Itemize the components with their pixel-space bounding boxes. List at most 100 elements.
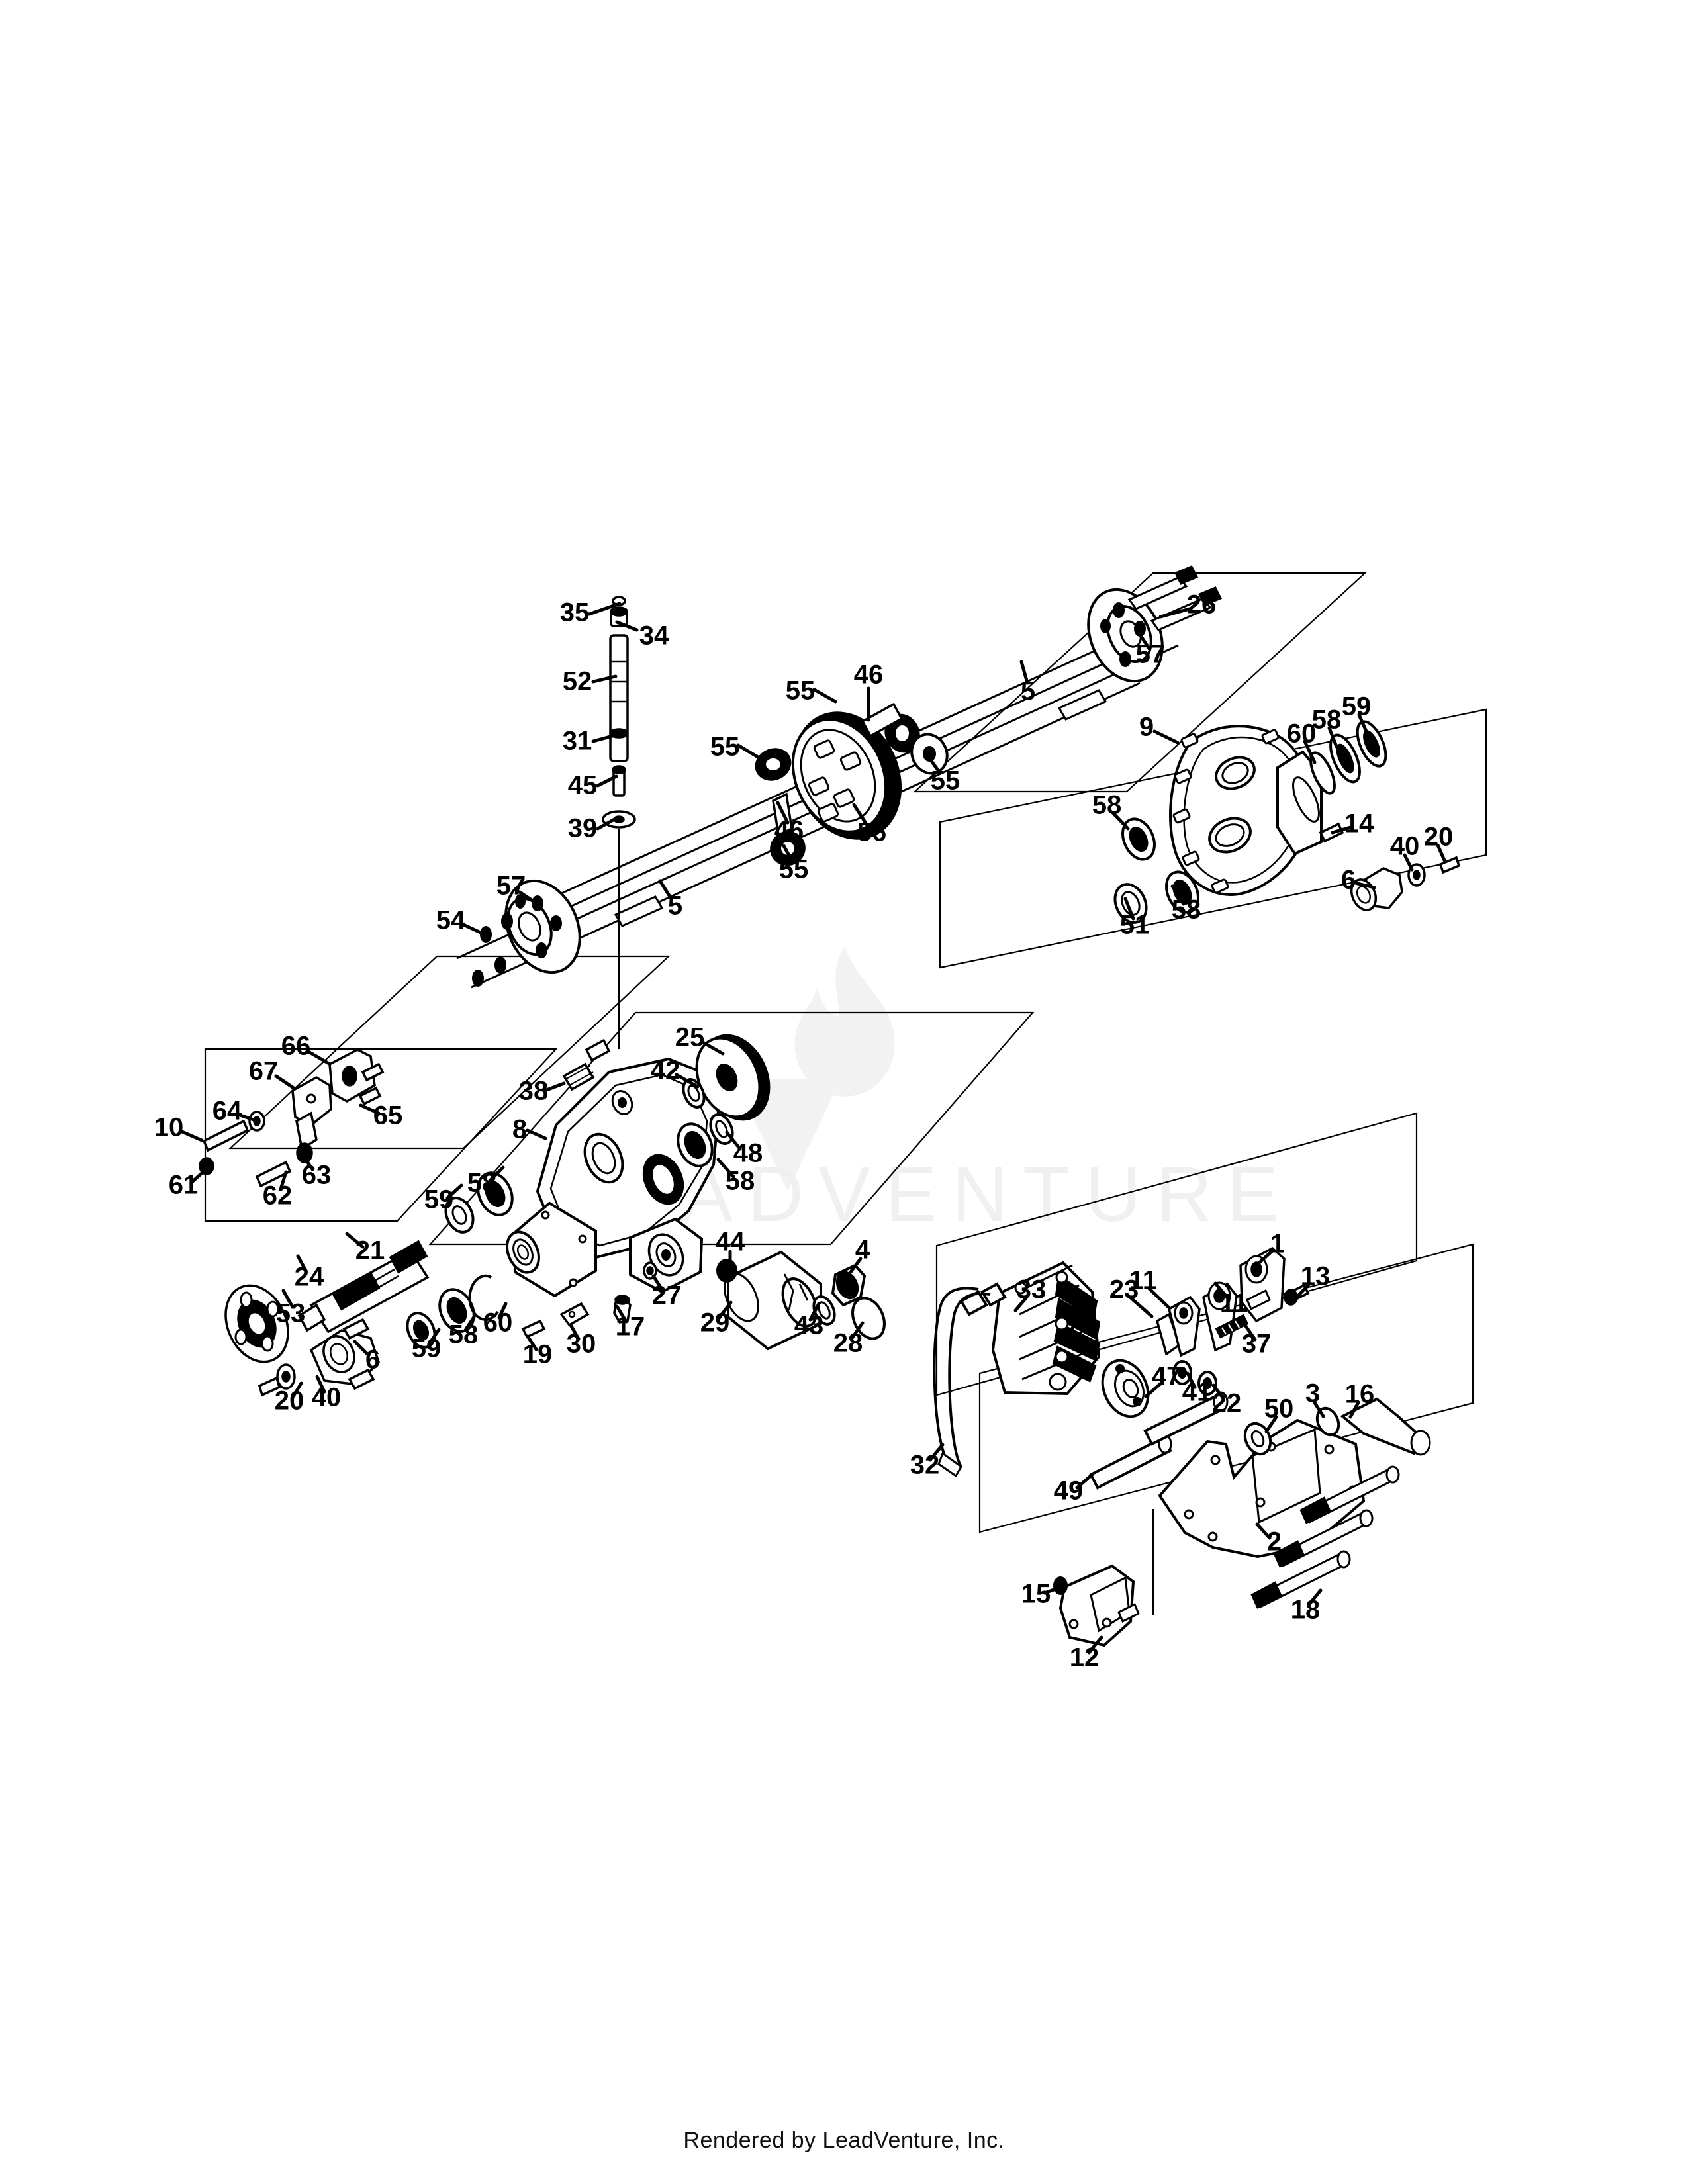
- part-callout-21: 21: [355, 1236, 385, 1265]
- part-callout-59: 59: [412, 1334, 442, 1363]
- part-callout-27: 27: [652, 1281, 682, 1310]
- part-callout-16: 16: [1345, 1380, 1375, 1409]
- leader-line: [736, 743, 763, 761]
- left-bearing-stack-upper: [444, 1171, 514, 1234]
- leader-line: [850, 1321, 865, 1340]
- part-callout-60: 60: [1287, 719, 1317, 749]
- part-callout-66: 66: [281, 1032, 311, 1061]
- leader-line: [716, 1158, 735, 1179]
- hub-nuts-54: [472, 913, 513, 987]
- leader-line: [725, 1130, 742, 1151]
- part-callout-6: 6: [365, 1345, 380, 1375]
- pump-pulley-group: [1101, 1359, 1217, 1418]
- part-callout-58: 58: [449, 1320, 479, 1349]
- part-32-tube: [933, 1287, 979, 1464]
- ring-gear-25: [695, 1034, 771, 1121]
- leader-line: [1312, 1400, 1325, 1418]
- part-callout-58: 58: [467, 1169, 497, 1198]
- leader-line: [812, 688, 837, 704]
- part-callout-40: 40: [1390, 832, 1420, 861]
- part-callout-1: 1: [1270, 1230, 1285, 1259]
- leader-line: [345, 1232, 365, 1249]
- leader-line: [1144, 1381, 1163, 1398]
- box-center-housing: [428, 1011, 1035, 1246]
- part-callout-49: 49: [1054, 1477, 1084, 1506]
- leader-line: [445, 1183, 463, 1200]
- leader-line: [675, 1073, 700, 1089]
- leader-line: [1211, 1383, 1225, 1400]
- part-callout-31: 31: [563, 727, 592, 756]
- part-callout-55: 55: [931, 766, 961, 796]
- leader-line: [1186, 1371, 1197, 1389]
- part-callout-17: 17: [616, 1312, 645, 1342]
- part-callout-23: 23: [1109, 1275, 1139, 1304]
- axle-tube-flange: [514, 1201, 597, 1298]
- part-callout-19: 19: [523, 1340, 553, 1369]
- leader-line: [353, 1340, 371, 1357]
- part-callout-12: 12: [1070, 1643, 1100, 1672]
- leader-line: [1243, 1322, 1257, 1342]
- part-callout-28: 28: [833, 1329, 863, 1358]
- leader-line: [615, 620, 639, 632]
- part-callout-50: 50: [1264, 1394, 1294, 1424]
- part-callout-7: 7: [1074, 1293, 1089, 1322]
- keyway-left: [614, 895, 664, 927]
- footer-credit: Rendered by LeadVenture, Inc.: [683, 2128, 1005, 2153]
- leader-lines: [180, 602, 1446, 1655]
- bolt-26-a-head: [1174, 565, 1199, 585]
- part-65-pin-a: [361, 1062, 385, 1082]
- leader-line: [1353, 881, 1376, 889]
- part-callout-58: 58: [726, 1167, 755, 1196]
- part-33-fitting-b: [980, 1282, 1007, 1307]
- part-callout-39: 39: [568, 814, 598, 843]
- leader-line: [296, 1254, 308, 1273]
- leader-line: [236, 1113, 258, 1122]
- part-callout-9: 9: [1139, 713, 1154, 742]
- part-callout-55: 55: [779, 855, 809, 884]
- leader-line: [591, 674, 618, 684]
- left-bearing-stack-lower: [406, 1274, 499, 1349]
- axle-line-bottom2: [471, 682, 1141, 989]
- long-bolts-18: [1250, 1465, 1400, 1609]
- part-callout-57: 57: [496, 872, 526, 901]
- leader-line: [1123, 897, 1135, 921]
- leader-line: [1254, 1249, 1274, 1268]
- part-callout-56: 56: [857, 818, 887, 847]
- part-63-knob: [296, 1142, 313, 1163]
- right-wheel-hub-57: [1087, 588, 1164, 683]
- leader-line: [808, 1302, 821, 1322]
- part-callout-46: 46: [774, 816, 804, 845]
- part-callout-34: 34: [639, 621, 669, 651]
- leader-line: [1357, 713, 1368, 733]
- leader-line: [776, 801, 790, 825]
- part-callout-26: 26: [1187, 590, 1217, 619]
- part-callout-57: 57: [1136, 640, 1166, 669]
- leader-line: [1087, 1635, 1103, 1655]
- bolt-26-b: [1150, 597, 1212, 631]
- part-callout-5: 5: [1021, 677, 1035, 706]
- leader-line: [1307, 1588, 1323, 1607]
- part-callout-22: 22: [1212, 1389, 1242, 1418]
- leader-line: [596, 817, 616, 831]
- part-callout-5: 5: [668, 891, 682, 921]
- left-yoke-assembly: [258, 1318, 380, 1397]
- box-diff-housing: [939, 708, 1487, 969]
- leader-line: [180, 1130, 204, 1142]
- part-callout-58: 58: [1092, 791, 1122, 820]
- leader-line: [1436, 843, 1446, 862]
- leader-line: [1327, 726, 1338, 749]
- leader-line: [526, 1128, 547, 1140]
- part-20-bolt-l: [258, 1376, 281, 1397]
- leader-line: [700, 1040, 725, 1056]
- part-callout-45: 45: [568, 771, 598, 800]
- bolt-26-b-head: [1197, 586, 1223, 606]
- leader-line: [461, 923, 484, 935]
- leader-line: [849, 1257, 863, 1274]
- diff-housing-9: [1169, 725, 1323, 896]
- leader-line: [717, 1300, 733, 1320]
- part-callout-10: 10: [154, 1113, 184, 1142]
- part-callout-29: 29: [700, 1308, 730, 1338]
- part-callout-38: 38: [519, 1077, 549, 1106]
